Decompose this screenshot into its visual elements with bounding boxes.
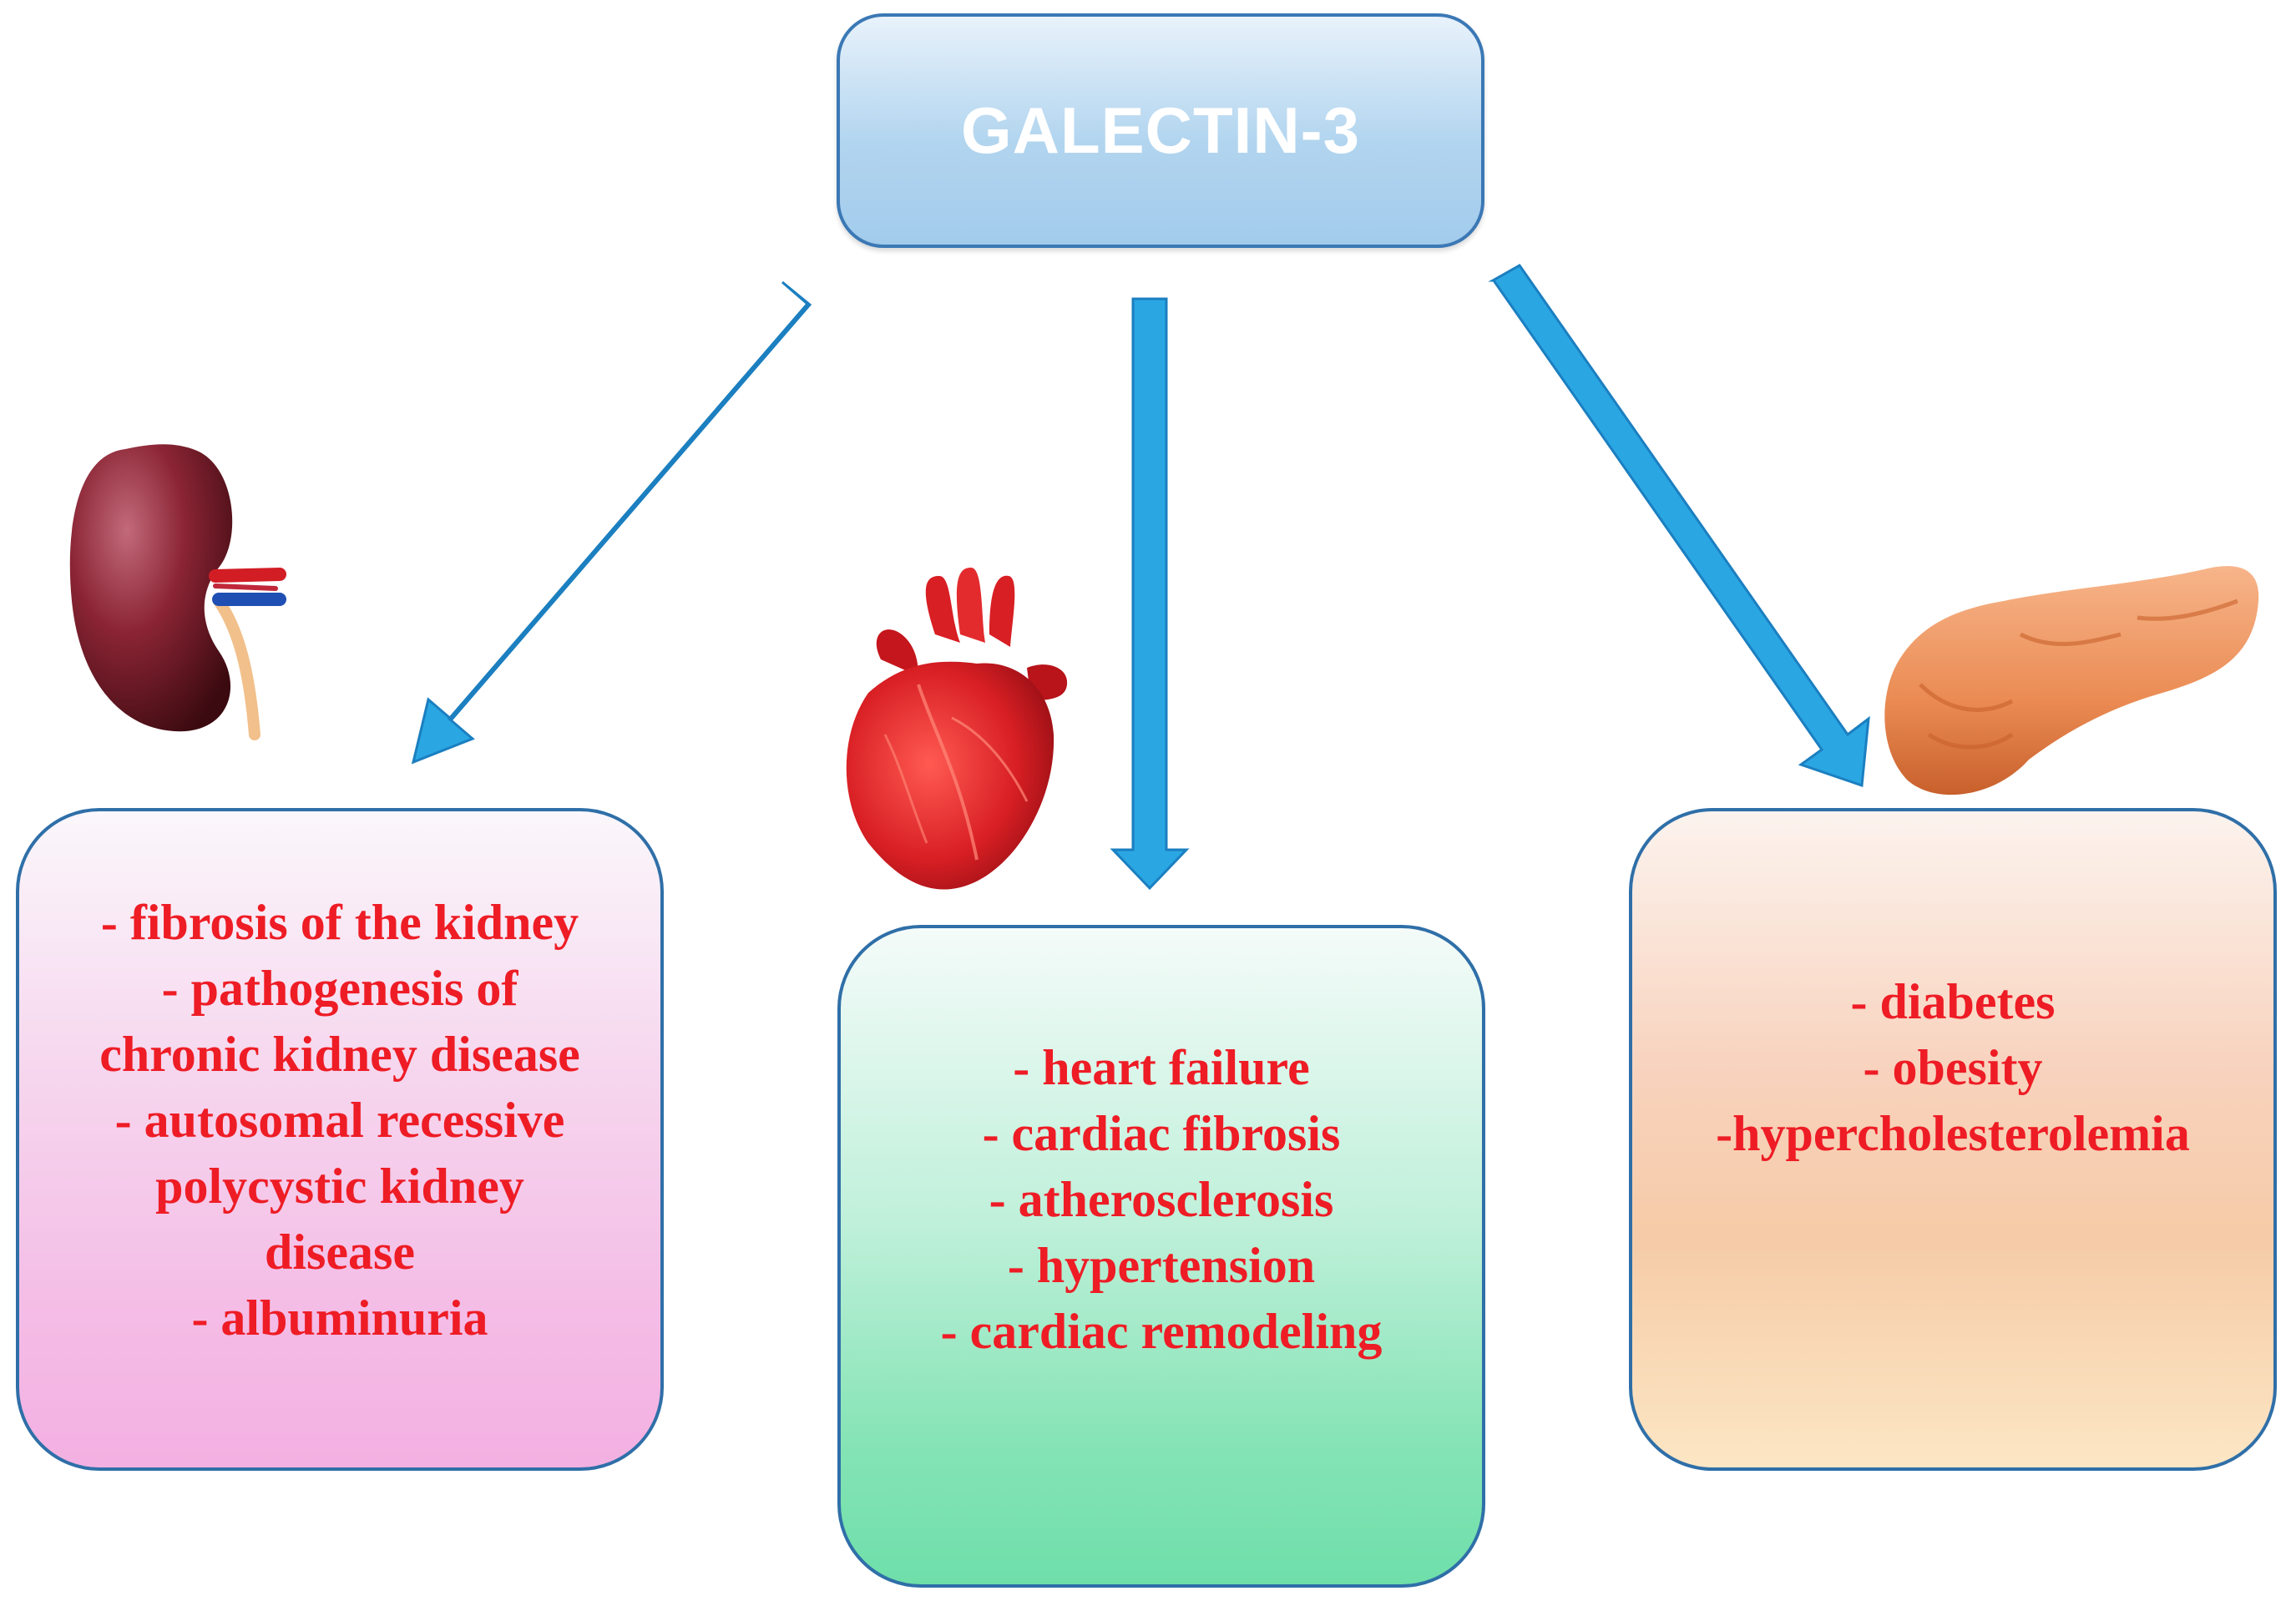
list-item: polycystic kidney [155,1159,524,1214]
kidney-effects-box: - fibrosis of the kidney - pathogenesis … [16,808,664,1471]
pancreas-effects-list: - diabetes - obesity -hypercholesterolem… [1716,969,2190,1167]
arrow-to-kidney [411,280,812,765]
galectin-title-box: GALECTIN-3 [837,13,1484,248]
list-item: - cardiac fibrosis [982,1105,1341,1161]
list-item: chronic kidney disease [99,1027,580,1082]
heart-effects-box: - heart failure - cardiac fibrosis - ath… [837,925,1485,1588]
kidney-icon [69,444,286,740]
heart-effects-list: - heart failure - cardiac fibrosis - ath… [941,1035,1383,1365]
list-item: disease [265,1225,415,1280]
list-item: - heart failure [1013,1039,1310,1095]
list-item: - hypertension [1007,1237,1316,1293]
list-item: - diabetes [1850,973,2056,1029]
list-item: - autosomal recessive [114,1093,565,1148]
list-item: - obesity [1863,1039,2043,1095]
arrow-to-heart [1110,297,1190,891]
page-title: GALECTIN-3 [961,93,1360,167]
list-item: - albuminuria [191,1290,488,1346]
pancreas-icon [1884,566,2259,795]
arrow-to-pancreas [1488,264,1870,788]
list-item: - pathogenesis of [161,961,518,1016]
pancreas-effects-box: - diabetes - obesity -hypercholesterolem… [1629,808,2277,1471]
list-item: - atherosclerosis [989,1171,1334,1227]
heart-icon [846,568,1068,890]
list-item: -hypercholesterolemia [1716,1105,2190,1161]
kidney-effects-list: - fibrosis of the kidney - pathogenesis … [99,890,580,1351]
list-item: - fibrosis of the kidney [100,895,579,950]
list-item: - cardiac remodeling [940,1303,1383,1359]
